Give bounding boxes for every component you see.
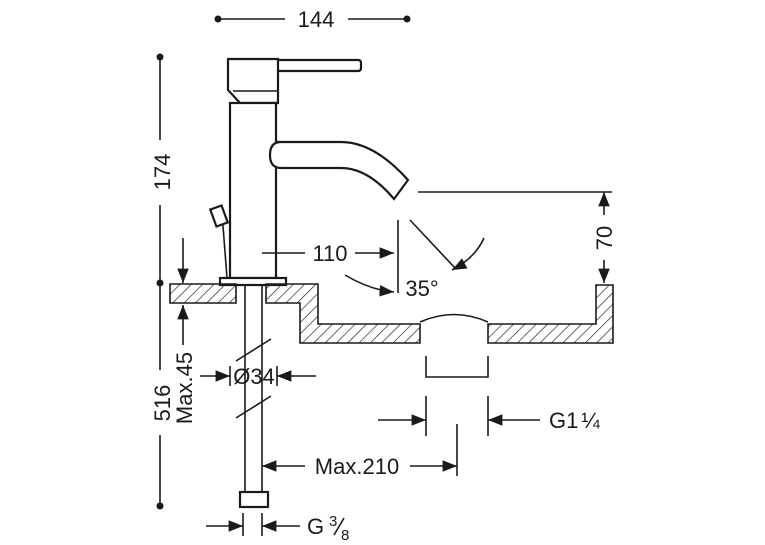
dim-overall-label: 516 bbox=[150, 385, 175, 422]
dim-hose-thread: G 3 8 bbox=[206, 513, 349, 544]
basin-section bbox=[169, 283, 614, 378]
dim-diameter: Ø34 bbox=[200, 364, 316, 389]
dim-height-70-label: 70 bbox=[592, 226, 617, 250]
dim-hose-thread-den: 8 bbox=[341, 527, 349, 544]
dim-height-total-label: 174 bbox=[150, 154, 175, 191]
dim-reach-label: 110 bbox=[312, 241, 347, 266]
dim-width-top: 144 bbox=[214, 7, 411, 32]
feed-hose bbox=[235, 285, 272, 509]
dim-hose-thread-num: 3 bbox=[329, 513, 337, 530]
dim-reach: 110 bbox=[262, 220, 399, 293]
dim-height-70: 70 bbox=[418, 191, 617, 283]
dim-width-top-label: 144 bbox=[298, 7, 335, 32]
dim-angle-label: 35° bbox=[405, 276, 438, 301]
dim-hose-thread-g: G bbox=[307, 514, 324, 539]
faucet-body bbox=[208, 57, 410, 287]
dim-max-deck-label: Max.45 bbox=[172, 352, 197, 424]
dim-max-hose-label: Max.210 bbox=[315, 454, 399, 479]
dim-diameter-label: Ø34 bbox=[233, 364, 275, 389]
dim-height-total: 174 bbox=[150, 53, 175, 287]
dim-angle: 35° bbox=[344, 219, 485, 301]
dim-max-hose: Max.210 bbox=[262, 424, 458, 479]
dim-overall: 516 bbox=[150, 283, 175, 510]
dim-max-deck: Max.45 bbox=[172, 238, 197, 424]
